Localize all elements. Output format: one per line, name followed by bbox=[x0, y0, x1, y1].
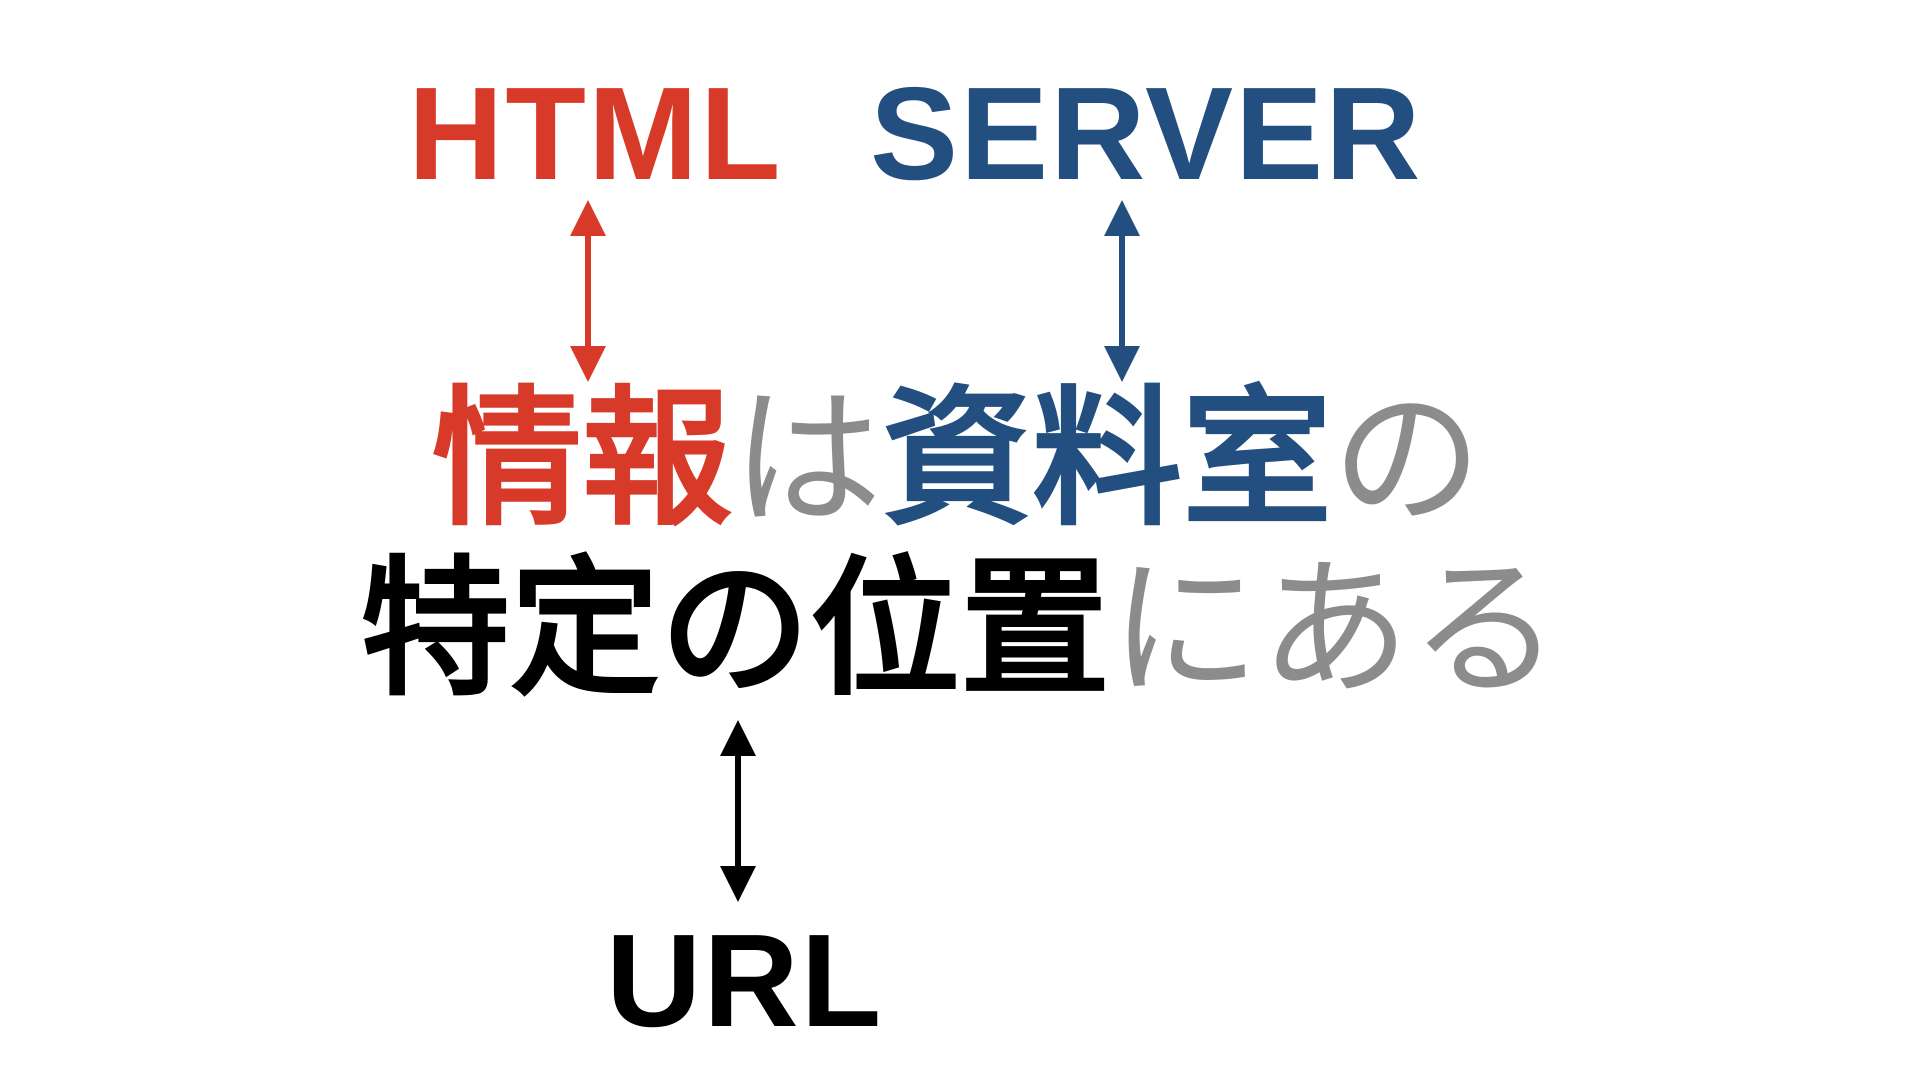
arrow-html-to-jouhou bbox=[570, 200, 606, 382]
particle-wa: は bbox=[732, 373, 883, 547]
phrase-jouhou: 情報 bbox=[432, 373, 733, 547]
phrase-shiryoushitsu: 資料室 bbox=[882, 373, 1333, 547]
sentence-line-2: 特定の位置にある bbox=[360, 555, 1560, 705]
term-server: SERVER bbox=[870, 60, 1423, 207]
arrow-tokutei-to-url bbox=[720, 720, 756, 902]
sentence-line-1: 情報は資料室の bbox=[432, 385, 1482, 535]
phrase-tokutei-no-ichi: 特定の位置 bbox=[360, 543, 1111, 717]
term-html: HTML bbox=[408, 60, 783, 207]
phrase-ni-aru: にある bbox=[1110, 543, 1561, 717]
particle-no: の bbox=[1332, 373, 1483, 547]
term-url: URL bbox=[606, 907, 884, 1054]
arrow-server-to-shiryoushitsu bbox=[1104, 200, 1140, 382]
